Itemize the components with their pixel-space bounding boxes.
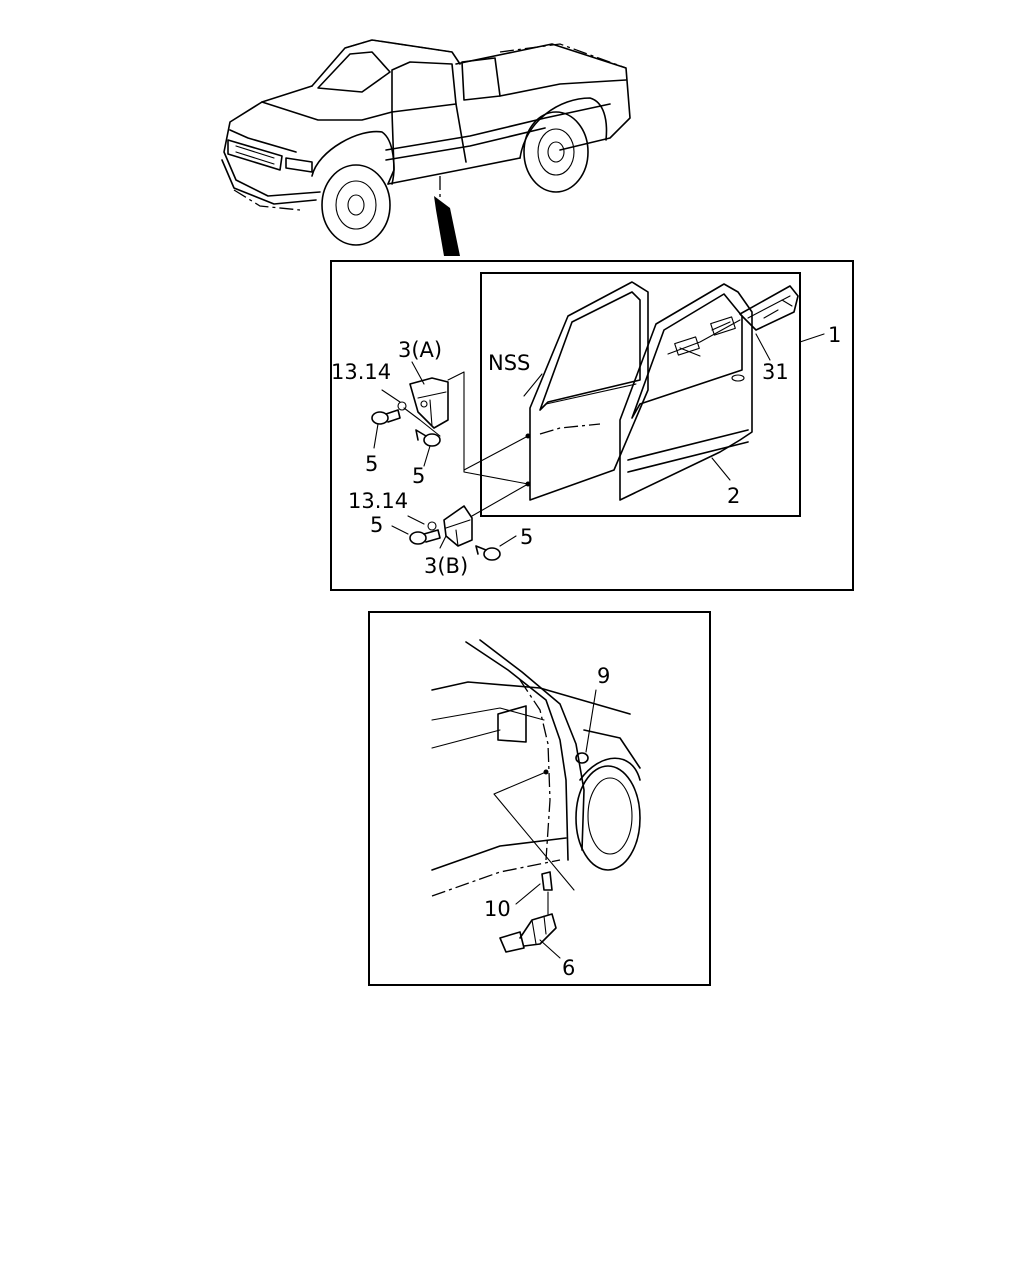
label-part-9: 9 <box>597 664 610 688</box>
truck-overview <box>221 39 631 256</box>
pin-10 <box>541 871 553 891</box>
label-part-1: 1 <box>828 323 841 347</box>
label-part-13-14-bottom: 13.14 <box>348 489 408 513</box>
label-part-10: 10 <box>484 897 511 921</box>
bolt-5 <box>415 429 441 467</box>
callout-labels: 1 2 31 NSS 3(A) 13.14 5 5 13.14 5 5 3(B)… <box>331 323 841 980</box>
body-pillar-view <box>431 639 641 959</box>
label-part-5-a: 5 <box>365 452 378 476</box>
label-part-6: 6 <box>562 956 575 980</box>
label-part-31: 31 <box>762 360 789 384</box>
washer-13-14 <box>397 401 437 531</box>
label-part-3b: 3(B) <box>424 554 468 578</box>
nut-9 <box>575 752 589 764</box>
label-part-5-d: 5 <box>520 525 533 549</box>
door-assembly <box>523 281 825 501</box>
door-check-6 <box>499 913 561 959</box>
bolt-5 <box>391 525 441 545</box>
label-part-5-c: 5 <box>370 513 383 537</box>
door-assembly-frame <box>330 260 854 591</box>
bolt-5 <box>475 535 517 561</box>
label-part-13-14-top: 13.14 <box>331 360 391 384</box>
door-inner-frame <box>480 272 801 517</box>
label-part-5-b: 5 <box>412 464 425 488</box>
hinge-b <box>407 481 531 549</box>
door-check-frame <box>368 611 711 986</box>
label-nss: NSS <box>488 351 530 375</box>
label-part-2: 2 <box>727 484 740 508</box>
indicator-arrow <box>434 196 460 256</box>
label-part-3a: 3(A) <box>398 338 442 362</box>
bolt-5 <box>371 409 401 449</box>
hinge-a <box>381 361 531 485</box>
